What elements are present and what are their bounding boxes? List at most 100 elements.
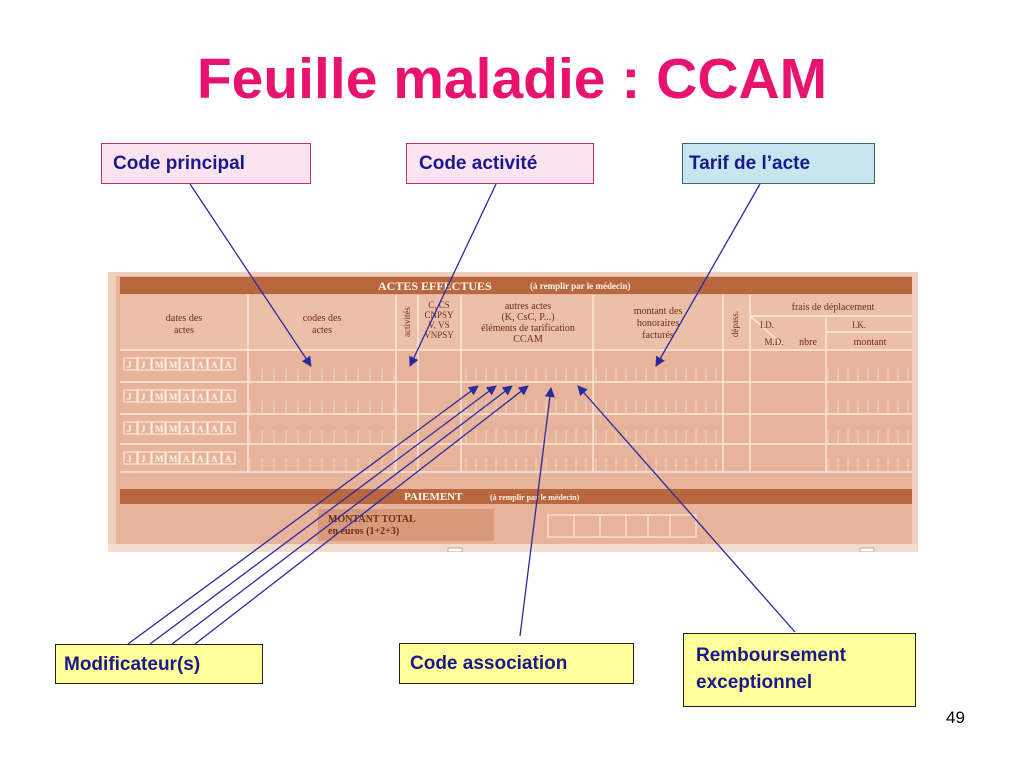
actes-header-title: ACTES EFFECTUES bbox=[378, 279, 492, 293]
date-cell-box bbox=[221, 451, 236, 465]
col-depass: dépass. bbox=[730, 311, 740, 337]
col-montant-line2: honoraires bbox=[637, 318, 679, 329]
col-c-line4: VNPSY bbox=[424, 330, 454, 340]
page-number: 49 bbox=[946, 708, 965, 727]
arrow-code-principal bbox=[189, 183, 312, 367]
label-tarif-acte: Tarif de l’acte bbox=[682, 143, 875, 184]
date-cell-letter: J bbox=[141, 392, 146, 402]
label-remboursement-line1: Remboursement bbox=[696, 645, 846, 666]
montant-total-line2: en euros (1+2+3) bbox=[328, 526, 399, 537]
date-cell-letter: M bbox=[155, 360, 164, 370]
date-cell-letter: J bbox=[141, 424, 146, 434]
date-cell-letter: J bbox=[127, 392, 132, 402]
date-cell-letter: M bbox=[169, 360, 178, 370]
col-activites: activités bbox=[402, 307, 412, 337]
date-cell-letter: M bbox=[155, 454, 164, 464]
date-cell-letter: A bbox=[225, 360, 232, 370]
feuille-maladie-form: ACTES EFFECTUES (à remplir par le médeci… bbox=[108, 272, 918, 552]
date-cell-box bbox=[151, 389, 166, 403]
date-cell-letter: A bbox=[183, 360, 190, 370]
date-cell-letter: M bbox=[169, 424, 178, 434]
date-cell-letter: M bbox=[155, 424, 164, 434]
date-cell-letter: J bbox=[127, 424, 132, 434]
paiement-band bbox=[120, 489, 912, 504]
date-cell-letter: J bbox=[127, 360, 132, 370]
date-cell-letter: M bbox=[169, 454, 178, 464]
date-cell-box bbox=[137, 389, 152, 403]
date-cell-letter: A bbox=[197, 360, 204, 370]
col-c-line2: CNPSY bbox=[424, 310, 454, 320]
date-cell-letter: A bbox=[225, 454, 232, 464]
date-cell-box bbox=[207, 451, 222, 465]
date-cell-box bbox=[151, 421, 166, 435]
arrow-tarif bbox=[655, 183, 761, 367]
col-montant-ik: montant bbox=[854, 337, 887, 348]
col-autres-line2: (K, CsC, P...) bbox=[501, 312, 554, 323]
date-cell-box bbox=[137, 357, 152, 371]
date-cell-box bbox=[193, 421, 208, 435]
col-c-line3: V, VS bbox=[428, 320, 449, 330]
paiement-note: (à remplir par le médecin) bbox=[490, 493, 580, 502]
date-cell-box bbox=[179, 389, 194, 403]
arrow-modificateur-3 bbox=[171, 385, 513, 645]
date-cell-box bbox=[165, 421, 180, 435]
date-cell-letter: J bbox=[141, 454, 146, 464]
date-cell-letter: J bbox=[141, 360, 146, 370]
arrow-modificateur-1 bbox=[127, 385, 479, 645]
col-dates-line1: dates des bbox=[166, 313, 202, 324]
date-cell-box bbox=[151, 451, 166, 465]
col-nbre: nbre bbox=[799, 337, 817, 348]
arrow-code-association bbox=[519, 387, 555, 637]
date-cell-letter: A bbox=[211, 360, 218, 370]
date-cell-letter: J bbox=[127, 454, 132, 464]
date-cell-box bbox=[207, 357, 222, 371]
actes-header-note: (à remplir par le médecin) bbox=[530, 281, 630, 291]
date-cell-box bbox=[165, 389, 180, 403]
date-cell-box bbox=[123, 421, 138, 435]
date-cell-box bbox=[193, 389, 208, 403]
col-ik: I.K. bbox=[852, 320, 866, 330]
date-cell-letter: A bbox=[197, 424, 204, 434]
col-frais: frais de déplacement bbox=[792, 302, 875, 313]
date-cell-box bbox=[207, 421, 222, 435]
date-cell-letter: A bbox=[197, 454, 204, 464]
date-cell-letter: A bbox=[183, 424, 190, 434]
form-drawing: ACTES EFFECTUES (à remplir par le médeci… bbox=[108, 272, 918, 552]
date-cell-box bbox=[123, 357, 138, 371]
arrow-modificateur-2 bbox=[149, 385, 497, 645]
col-autres-line3: éléments de tarification bbox=[481, 323, 575, 334]
date-cell-letter: A bbox=[183, 392, 190, 402]
date-cell-box bbox=[221, 389, 236, 403]
date-cell-letter: A bbox=[225, 424, 232, 434]
arrow-code-activite bbox=[409, 183, 497, 367]
date-cell-letter: M bbox=[169, 392, 178, 402]
label-code-association: Code association bbox=[399, 643, 634, 684]
date-cell-box bbox=[179, 357, 194, 371]
date-cell-box bbox=[123, 389, 138, 403]
date-cell-box bbox=[207, 389, 222, 403]
date-cell-box bbox=[151, 357, 166, 371]
date-cell-box bbox=[165, 357, 180, 371]
col-codes-line2: actes bbox=[312, 325, 332, 336]
col-md: M.D. bbox=[764, 337, 783, 347]
date-cell-box bbox=[137, 451, 152, 465]
date-cell-box bbox=[193, 451, 208, 465]
slide-title: Feuille maladie : CCAM bbox=[196, 47, 828, 111]
date-cell-box bbox=[123, 451, 138, 465]
date-cell-letter: A bbox=[183, 454, 190, 464]
date-cell-box bbox=[221, 357, 236, 371]
date-cell-box bbox=[193, 357, 208, 371]
label-modificateurs: Modificateur(s) bbox=[55, 644, 263, 684]
col-montant-line1: montant des bbox=[634, 306, 683, 317]
col-codes-line1: codes des bbox=[303, 313, 342, 324]
date-cell-box bbox=[165, 451, 180, 465]
date-cell-letter: A bbox=[225, 392, 232, 402]
date-cell-letter: A bbox=[211, 424, 218, 434]
arrow-modificateur-4 bbox=[194, 385, 529, 645]
label-remboursement-exceptionnel: Remboursement exceptionnel bbox=[683, 633, 916, 707]
date-cell-box bbox=[179, 451, 194, 465]
col-montant-line3: facturés bbox=[642, 330, 674, 341]
col-dates-line2: actes bbox=[174, 325, 194, 336]
